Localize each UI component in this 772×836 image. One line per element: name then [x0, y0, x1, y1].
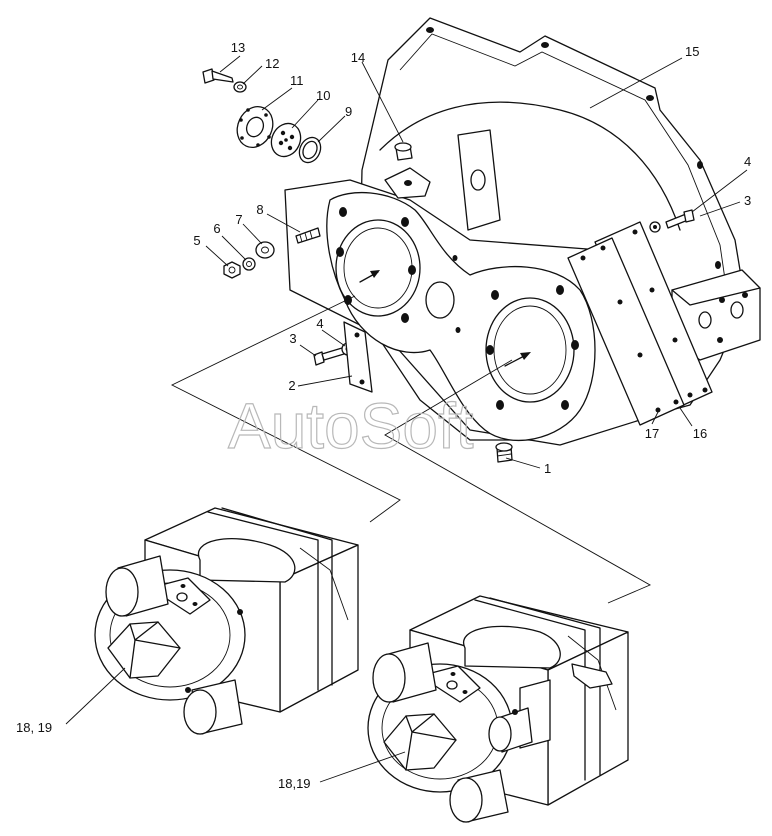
callout-18-19-upper: 18, 19: [16, 720, 52, 735]
callout-10: 10: [316, 88, 330, 103]
callout-9: 9: [345, 104, 352, 119]
callout-2: 2: [288, 378, 295, 393]
gear-housing: [284, 17, 761, 446]
leader-lines: [65, 55, 748, 783]
washer-7: [255, 241, 275, 259]
callout-8: 8: [256, 202, 263, 217]
bolt-13: [202, 68, 234, 84]
stud-8: [295, 227, 321, 244]
callout-14: 14: [351, 50, 365, 65]
bolt-3-left: [313, 347, 345, 366]
callout-12: 12: [265, 56, 279, 71]
washer-12: [233, 81, 247, 93]
callout-16: 16: [693, 426, 707, 441]
callout-labels: 13 12 11 10 9 14 15 4 3 8 7 6 5 4 3 2 1 …: [16, 40, 751, 791]
callout-11: 11: [290, 73, 304, 88]
callout-3-right: 3: [744, 193, 751, 208]
cover-plate-2: [343, 321, 373, 393]
callout-17: 17: [645, 426, 659, 441]
callout-1: 1: [544, 461, 551, 476]
lock-washer-6: [242, 257, 256, 271]
washer-4-right: [649, 221, 661, 233]
bolt-3-right: [665, 209, 695, 229]
drain-plug-1: [495, 442, 513, 463]
callout-4-right: 4: [744, 154, 751, 169]
breather-plug-14: [394, 142, 413, 161]
callout-4-left: 4: [316, 316, 323, 331]
watermark-text: AutoSoft: [228, 390, 474, 462]
nut-5: [223, 261, 241, 279]
filter-10: [270, 122, 302, 158]
callout-13: 13: [231, 40, 245, 55]
hydraulic-pump-upper: [94, 507, 359, 735]
callout-15: 15: [685, 44, 699, 59]
hydraulic-pump-lower: [367, 595, 629, 823]
seal-ring-9: [298, 136, 322, 164]
assembly-lines: [170, 295, 652, 604]
callout-7: 7: [235, 212, 242, 227]
callout-3-left: 3: [289, 331, 296, 346]
callout-18-19-lower: 18,19: [278, 776, 311, 791]
callout-5: 5: [193, 233, 200, 248]
gasket-17: [567, 237, 685, 426]
callout-6: 6: [213, 221, 220, 236]
flange-11: [236, 106, 274, 148]
